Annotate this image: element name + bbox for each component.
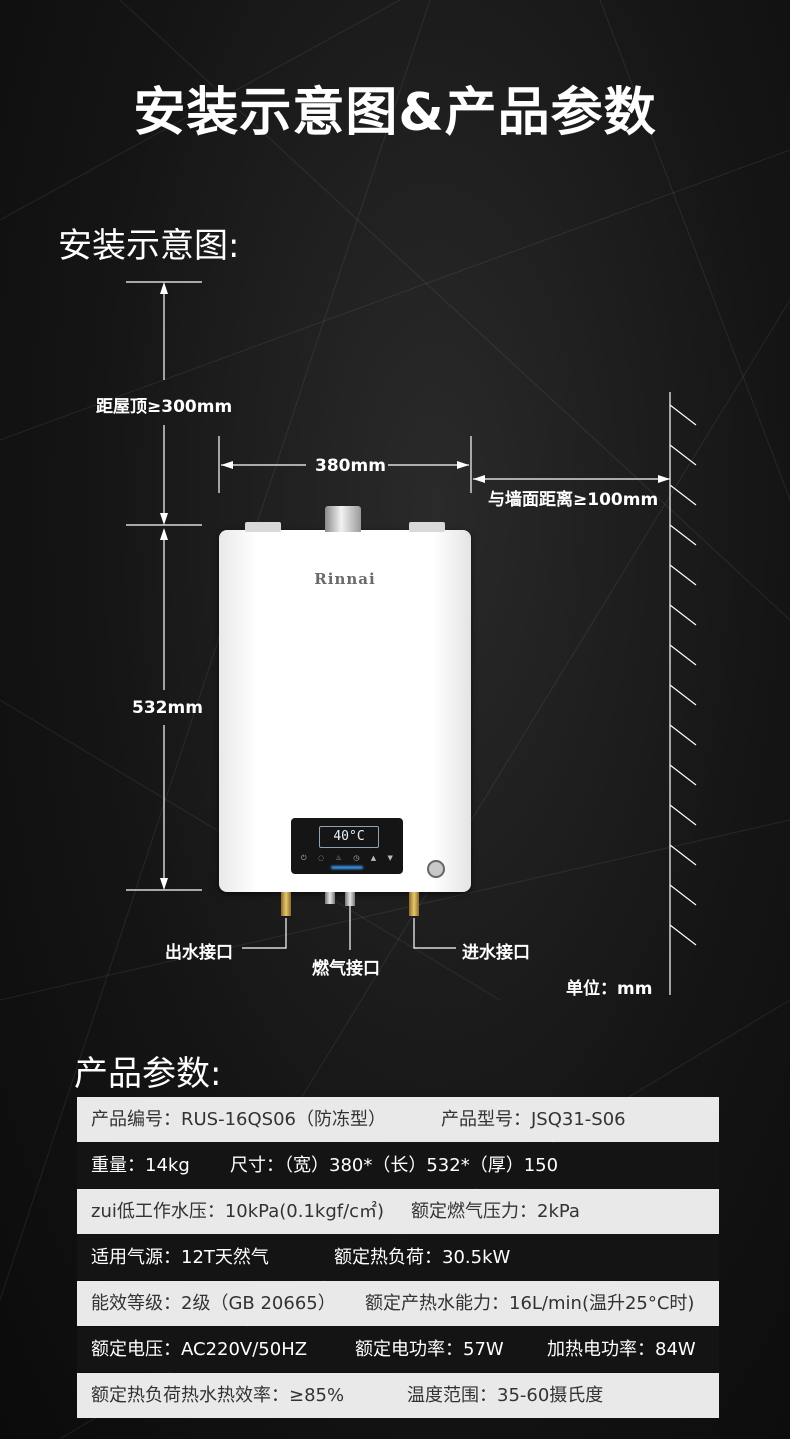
params-table: 产品编号：RUS-16QS06（防冻型） 产品型号：JSQ31-S06 重量：14… — [77, 1097, 719, 1419]
ceiling-distance-label: 距屋顶≥300mm — [96, 397, 233, 417]
outlet-callout — [242, 918, 287, 949]
outlet-label: 出水接口 — [165, 943, 233, 963]
param-cell: 额定热负荷热水热效率：≥85% — [91, 1385, 345, 1406]
timer-icon: ◷ — [353, 854, 360, 862]
unit-label: 单位：mm — [566, 979, 653, 999]
panel-buttons: ⏻ ◌ ♨ ◷ ▲ ▼ — [301, 854, 393, 863]
param-cell: 额定产热水能力：16L/min(温升25°C时) — [365, 1293, 695, 1314]
table-row: zui低工作水压：10kPa(0.1kgf/c㎡) 额定燃气压力：2kPa — [77, 1189, 719, 1234]
control-panel: 40°C ⏻ ◌ ♨ ◷ ▲ ▼ — [291, 818, 403, 874]
table-row: 额定电压：AC220V/50HZ 额定电功率：57W 加热电功率：84W — [77, 1327, 719, 1372]
param-cell: 产品编号：RUS-16QS06（防冻型） — [91, 1109, 387, 1130]
wall-distance-label: 与墙面距离≥100mm — [488, 490, 659, 510]
table-row: 额定热负荷热水热效率：≥85% 温度范围：35-60摄氏度 — [77, 1373, 719, 1418]
inlet-callout — [413, 918, 456, 949]
table-row: 能效等级：2级（GB 20665） 额定产热水能力：16L/min(温升25°C时… — [77, 1281, 719, 1326]
mode-icon: ◌ — [317, 854, 325, 862]
water-heater: Rinnai 40°C ⏻ ◌ ♨ ◷ ▲ ▼ — [219, 506, 471, 892]
param-cell: zui低工作水压：10kPa(0.1kgf/c㎡) — [91, 1201, 385, 1222]
height-label: 532mm — [132, 698, 203, 718]
arrow-down — [160, 513, 168, 525]
mount-tab — [245, 522, 281, 532]
width-label: 380mm — [315, 456, 386, 476]
param-cell: 温度范围：35-60摄氏度 — [407, 1385, 604, 1406]
table-row: 适用气源：12T天然气 额定热负荷：30.5kW — [77, 1235, 719, 1280]
table-row: 重量：14kg 尺寸：（宽）380*（长）532*（厚）150 — [77, 1143, 719, 1188]
gas-pipe — [345, 892, 355, 906]
down-icon: ▼ — [387, 854, 393, 862]
temperature-display: 40°C — [319, 826, 379, 848]
param-cell: 能效等级：2级（GB 20665） — [91, 1293, 336, 1314]
param-cell: 尺寸：（宽）380*（长）532*（厚）150 — [230, 1155, 559, 1176]
inlet-pipe — [409, 892, 419, 916]
param-cell: 额定燃气压力：2kPa — [411, 1201, 580, 1222]
param-cell: 产品型号：JSQ31-S06 — [441, 1109, 626, 1130]
param-cell: 适用气源：12T天然气 — [91, 1247, 269, 1268]
arrow-up — [160, 282, 168, 294]
mount-tab — [409, 522, 445, 532]
panel-light — [331, 866, 363, 869]
power-icon: ⏻ — [301, 854, 307, 862]
table-row: 产品编号：RUS-16QS06（防冻型） 产品型号：JSQ31-S06 — [77, 1097, 719, 1142]
brand-logo: Rinnai — [314, 570, 376, 588]
outlet-pipe — [281, 892, 291, 916]
install-heading: 安装示意图: — [58, 226, 240, 266]
valve-pipe — [325, 892, 335, 904]
page-title: 安装示意图&产品参数 — [133, 83, 657, 143]
params-heading: 产品参数: — [74, 1054, 222, 1094]
param-cell: 额定电功率：57W — [355, 1339, 504, 1360]
flue-pipe — [325, 506, 361, 532]
param-cell: 额定电压：AC220V/50HZ — [91, 1339, 308, 1360]
shower-icon: ♨ — [335, 854, 342, 862]
param-cell: 加热电功率：84W — [547, 1339, 696, 1360]
installation-diagram — [0, 0, 790, 1000]
certification-badge-icon — [427, 860, 445, 878]
inlet-label: 进水接口 — [462, 943, 530, 963]
up-icon: ▲ — [370, 854, 377, 862]
param-cell: 额定热负荷：30.5kW — [334, 1247, 511, 1268]
gas-label: 燃气接口 — [312, 959, 380, 979]
param-cell: 重量：14kg — [91, 1155, 190, 1176]
wall-hatching — [669, 404, 697, 946]
